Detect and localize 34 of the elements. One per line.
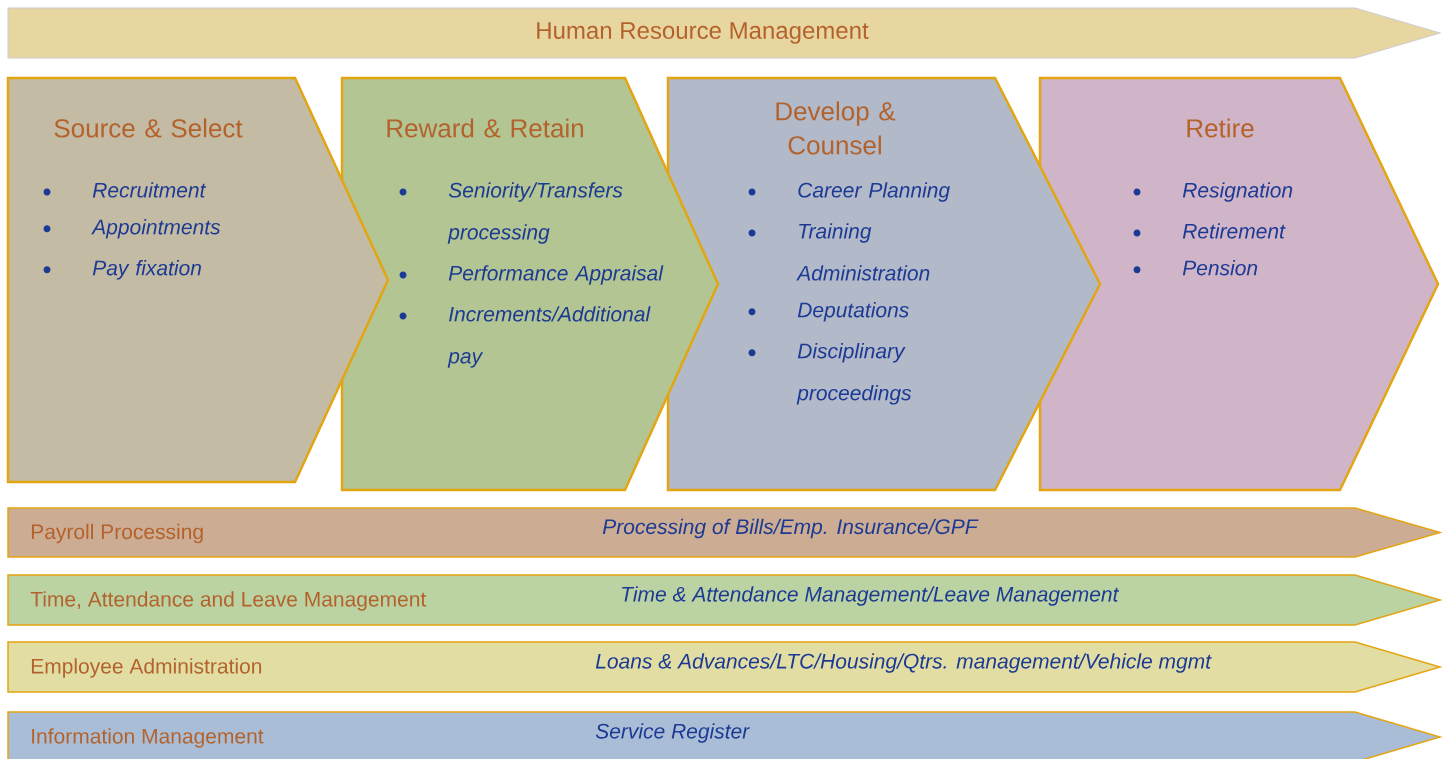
arrow-band	[7, 711, 1443, 759]
list-item: Disciplinary proceedings	[796, 343, 912, 405]
heading: Reward & Retain	[387, 118, 583, 138]
list-item: Career Planning	[798, 182, 950, 202]
band-label: Time, Attendance and Leave Management	[30, 591, 427, 611]
chevron-shape	[666, 76, 1102, 492]
arrow-band	[7, 507, 1443, 558]
chevron-shape	[1038, 76, 1440, 492]
list-item: Pay fixation	[92, 260, 201, 280]
list-item: Appointments	[91, 219, 221, 239]
band-detail: Time & Attendance Management/Leave Management	[622, 586, 1120, 606]
arrow-banner	[7, 7, 1441, 59]
list-item: Increments/Additional pay	[447, 306, 651, 368]
band-detail: Loans & Advances/LTC/Housing/Qtrs. management/Vehicle mgmt	[595, 653, 1212, 673]
band-detail: Processing of Bills/Emp. Insurance/GPF	[602, 518, 979, 539]
list-item: Recruitment	[92, 182, 207, 198]
list-item: Resignation	[1182, 182, 1293, 202]
heading: Develop & Counsel	[776, 101, 896, 155]
band-label: Payroll Processing	[31, 523, 203, 544]
list-item: Training Administration	[796, 223, 930, 281]
band-label: Information Management	[32, 728, 264, 748]
list-item: Retirement	[1182, 223, 1286, 239]
band-label: Employee Administration	[31, 658, 262, 678]
chevron-shape	[340, 76, 720, 492]
list-item: Pension	[1182, 260, 1258, 276]
list-item: Deputations	[797, 302, 909, 322]
band-detail: Service Register	[595, 723, 750, 743]
list-item: Seniority/Transfers processing	[447, 182, 623, 244]
arrow-band	[7, 641, 1443, 693]
list-item: Performance Appraisal	[448, 265, 664, 285]
heading: Source & Select	[54, 118, 243, 138]
heading: Human Resource Management	[537, 22, 869, 44]
arrow-band	[7, 574, 1443, 626]
heading: Retire	[1187, 118, 1254, 138]
